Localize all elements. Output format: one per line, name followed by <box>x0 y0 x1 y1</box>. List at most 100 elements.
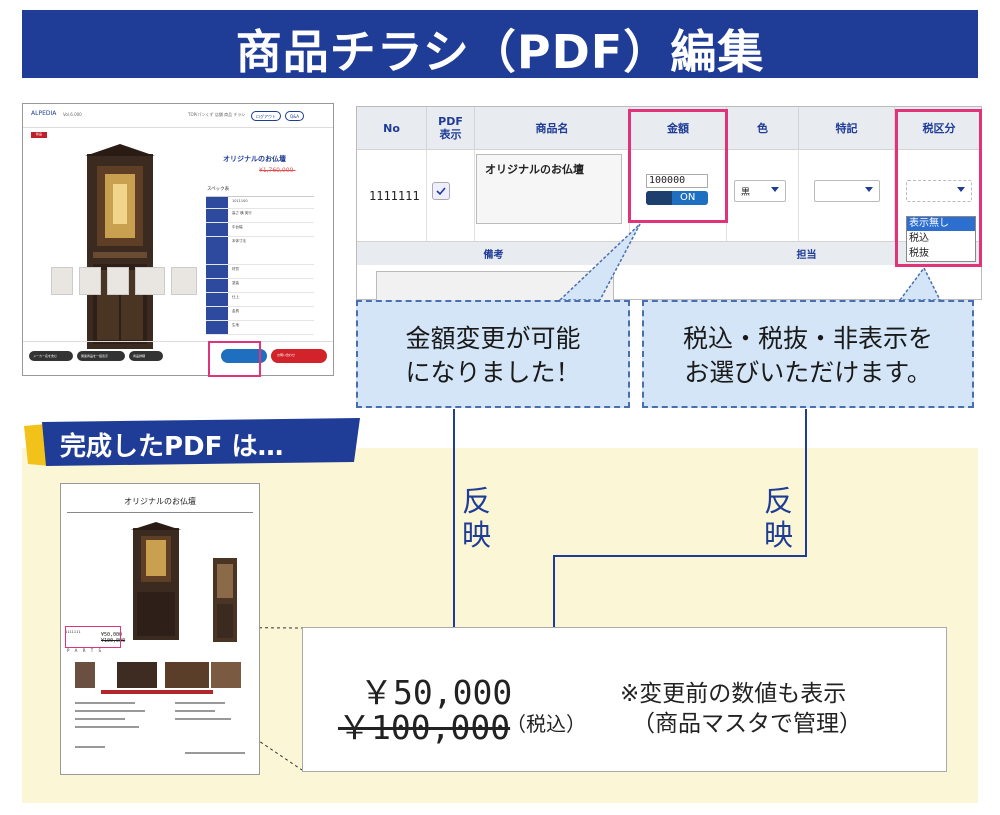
zoom-tax-label: （税込） <box>506 712 586 736</box>
pdf-price-old: ¥100,000 <box>101 638 126 644</box>
site-contact-button[interactable]: お問い合わせ <box>271 349 327 363</box>
color-select[interactable]: 黒 <box>734 180 786 202</box>
callout-amount-line1: 金額変更が可能 <box>405 324 581 353</box>
callout-amount: 金額変更が可能 になりました！ <box>356 300 630 408</box>
pdf-part-photo <box>211 662 241 688</box>
header-product-name: 商品名 <box>475 107 630 149</box>
price-zoom-box <box>302 627 947 772</box>
site-header-text: Vol.6.000 <box>63 112 82 117</box>
result-badge-text: 完成したPDF は… <box>60 432 284 462</box>
pdf-part-photo <box>117 662 157 688</box>
spec-row: 生地 <box>206 321 314 335</box>
callout-tax: 税込・税抜・非表示を お選びいただけます。 <box>642 300 974 408</box>
site-price: ¥1,760,000- <box>259 167 296 174</box>
tax-option-none[interactable]: 表示無し <box>907 217 975 231</box>
thumbnail[interactable] <box>107 267 129 295</box>
pdf-side-image <box>213 558 237 642</box>
tax-highlight <box>895 109 982 267</box>
tax-option-included[interactable]: 税込 <box>909 233 929 244</box>
pdf-price-new: ¥50,000 <box>101 632 123 638</box>
pdf-price-highlight <box>65 626 121 648</box>
toggle-label: ON <box>680 192 696 203</box>
site-detail-button[interactable]: 商品詳細 <box>129 351 163 361</box>
table-cell <box>799 149 895 241</box>
zoom-price-new: ￥50,000 <box>360 673 513 712</box>
pdf-main-image <box>131 522 181 640</box>
table-cell <box>357 149 427 241</box>
pdf-price-block: ¥50,000 ¥100,000 <box>101 632 125 644</box>
zoom-note-line2: （商品マスタで管理） <box>632 711 862 737</box>
site-related-button[interactable]: 関連商品を一括表示 <box>77 351 125 361</box>
arrow-label-reflect-1b: 映 <box>462 518 492 552</box>
spec-row: 金具 <box>206 307 314 321</box>
table-cell <box>727 149 799 241</box>
pdf-title: オリジナルのお仏壇 <box>124 497 196 506</box>
callout-tax-line2: お選びいただけます。 <box>684 358 932 387</box>
arrow-label-reflect-2b: 映 <box>764 518 794 552</box>
page-title: 商品チラシ（PDF）編集 <box>235 25 765 79</box>
spec-row: 中台幅 <box>206 223 314 237</box>
pdf-show-checkbox[interactable] <box>432 182 450 200</box>
site-qa-pill[interactable]: Q&A <box>285 111 305 121</box>
site-header-links: TOP/パンくず 店舗 商品 チラシ <box>188 112 246 117</box>
title-banner: 商品チラシ（PDF）編集 <box>22 10 978 79</box>
site-maker-button[interactable]: メーカー名を含む <box>29 351 73 361</box>
header-feature: 特記 <box>799 107 895 149</box>
site-logo: ALPEDIA <box>31 110 57 117</box>
thumbnail[interactable] <box>135 267 165 295</box>
pdf-spec-lines <box>75 698 245 758</box>
subheader-remarks: 備考 <box>357 241 630 265</box>
chevron-down-icon <box>771 187 779 192</box>
callout-amount-line2: になりました！ <box>405 358 581 387</box>
site-header: ALPEDIA Vol.6.000 TOP/パンくず 店舗 商品 チラシ ログア… <box>23 104 333 128</box>
thumbnail[interactable] <box>51 267 73 295</box>
pdf-button-highlight <box>208 341 261 377</box>
spec-row: 仕上 <box>206 293 314 307</box>
chevron-down-icon <box>957 187 965 192</box>
site-spec-table: 1011100 高さ 横 奥行 中台幅 本体寸法 材質 塗装 仕上 金具 生地 <box>206 196 314 336</box>
tax-select[interactable] <box>906 180 972 202</box>
spec-row: 本体寸法 <box>206 237 314 265</box>
tax-dropdown: 表示無し 税込 税抜 <box>906 216 976 262</box>
zoom-note-line1: ※変更前の数値も表示 <box>620 681 847 707</box>
header-amount: 金額 <box>630 107 727 149</box>
result-badge <box>24 418 360 466</box>
amount-highlight <box>628 109 728 223</box>
site-logout-pill[interactable]: ログアウト <box>251 111 281 121</box>
tax-option-excluded[interactable]: 税抜 <box>909 248 929 259</box>
header-color: 色 <box>727 107 799 149</box>
amount-input[interactable]: 100000 <box>646 174 708 188</box>
color-select-value: 黒 <box>741 188 751 198</box>
thumbnail[interactable] <box>171 267 197 295</box>
table-cell <box>427 149 475 241</box>
pdf-parts-label: P A R T S <box>67 648 103 653</box>
site-pdf-button[interactable] <box>221 349 267 363</box>
zoom-price-old: ￥100,000 <box>338 708 511 747</box>
thumbnail[interactable] <box>79 267 101 295</box>
product-name-textarea[interactable]: オリジナルのお仏壇 <box>476 154 622 224</box>
amount-toggle[interactable]: ON <box>646 191 708 205</box>
pdf-red-bar <box>101 690 213 694</box>
feature-select[interactable] <box>814 180 880 202</box>
header-tax: 税区分 <box>895 107 981 149</box>
site-thumbnail-strip <box>51 267 201 297</box>
arrow-label-reflect-1a: 反 <box>462 484 492 518</box>
pdf-part-photo <box>165 662 209 688</box>
row-no: 1111111 <box>369 189 420 203</box>
pdf-part-photo <box>75 662 95 688</box>
callout-tax-line1: 税込・税抜・非表示を <box>682 324 933 353</box>
header-no: No <box>357 107 427 149</box>
site-new-tag: 新品 <box>31 132 47 138</box>
pdf-preview: オリジナルのお仏壇 1111111 ¥50,000 ¥100,000 P A R… <box>60 483 260 775</box>
chevron-down-icon <box>865 187 873 192</box>
table-cell <box>895 149 981 241</box>
pdf-product-no: 1111111 <box>65 630 81 634</box>
spec-row: 1011100 <box>206 197 314 209</box>
arrow-label-reflect-2a: 反 <box>764 484 794 518</box>
site-divider <box>23 341 333 342</box>
spec-row: 高さ 横 奥行 <box>206 209 314 223</box>
spec-row: 材質 <box>206 265 314 279</box>
site-spec-title: スペック表 <box>207 187 230 192</box>
